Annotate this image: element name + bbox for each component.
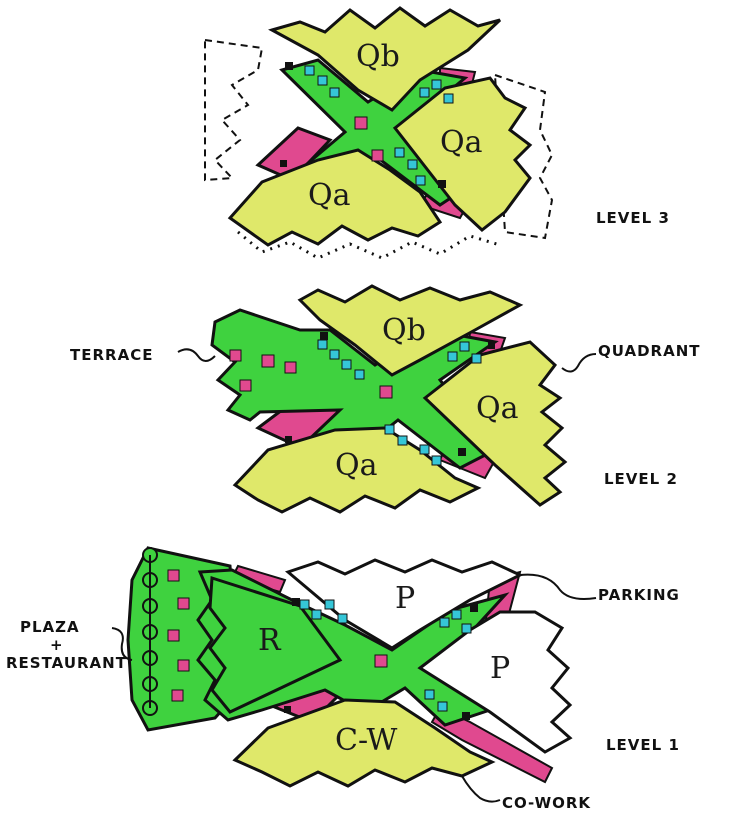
- level-2-pink-squares: [229, 349, 393, 399]
- level-3-dotted-outline-bottom: [237, 230, 501, 260]
- level-3-pink-squares: [354, 116, 384, 162]
- level-3-label: LEVEL 3: [596, 209, 670, 227]
- level-1-plaza-callout-line: [111, 627, 133, 661]
- level-1-plaza-label: PLAZA: [20, 618, 80, 636]
- level-2-group: Qb Qa Qa TERRACE QUADRANT LEVEL 2: [70, 284, 700, 514]
- level-1-zone-p-top-shape: [284, 558, 524, 650]
- level-2-cyan-squares: [317, 339, 482, 466]
- level-2-terrace-label: TERRACE: [70, 346, 153, 364]
- level-2-terrace-callout-line: [177, 348, 216, 362]
- level-1-zone-p-top: P: [395, 581, 415, 616]
- level-2-zone-qb: Qb: [382, 313, 426, 348]
- level-3-dashed-outline-left: [204, 38, 264, 182]
- level-1-cowork-label: CO-WORK: [502, 794, 591, 812]
- level-1-label: LEVEL 1: [606, 736, 680, 754]
- level-3-zone-qb-shape: [268, 6, 502, 112]
- level-1-zone-p-right: [417, 610, 573, 754]
- level-2-label: LEVEL 2: [604, 470, 678, 488]
- level-1-plaza-trees: [142, 547, 158, 716]
- level-3-group: Qb Qa Qa LEVEL 3: [204, 6, 670, 260]
- level-3-zone-qb: Qb: [356, 39, 400, 74]
- level-1-zone-r: R: [258, 623, 282, 658]
- level-2-zone-qa-right: Qa: [476, 391, 519, 426]
- level-2-zone-qa-right-shape: [422, 340, 568, 507]
- level-3-zone-qa-bottom-shape: [227, 148, 443, 247]
- level-2-quadrant-label: QUADRANT: [598, 342, 700, 360]
- level-1-black-dots: [284, 598, 478, 720]
- level-3-black-dots: [280, 62, 446, 188]
- level-3-cyan-squares: [304, 65, 454, 186]
- level-1-parking-callout-line: [519, 573, 597, 600]
- level-3-dashed-outline-right: [493, 73, 554, 240]
- level-1-zone-cw: C-W: [335, 723, 397, 758]
- level-1-parking-label: PARKING: [598, 586, 680, 604]
- level-3-zone-qa-bottom: Qa: [308, 178, 351, 213]
- level-1-zone-p-right-label: P: [490, 651, 510, 686]
- level-1-restaurant-label: RESTAURANT: [6, 654, 127, 672]
- level-1-zone-r-shape: [208, 575, 343, 714]
- level-2-quadrant-callout-line: [561, 353, 597, 373]
- level-1-pink-squares: [167, 569, 388, 702]
- level-3-zone-qa-right: Qa: [440, 125, 483, 160]
- level-2-zone-qb-shape: [297, 284, 524, 377]
- level-2-zone-qa-bottom: Qa: [335, 448, 378, 483]
- level-1-cyan-squares: [299, 599, 472, 712]
- level-1-group: P P R C-W PARKING PLAZA + RESTAURANT CO-…: [6, 546, 680, 812]
- level-1-plaza-plus: +: [50, 636, 64, 654]
- level-2-black-dots: [285, 332, 495, 456]
- level-1-zone-cw-shape: [232, 698, 496, 788]
- level-2-zone-qa-bottom-shape: [232, 426, 482, 514]
- level-1-pink-strip-bottom-right: [430, 706, 554, 784]
- level-3-zone-qa-right-shape: [392, 76, 533, 232]
- level-1-cowork-callout-line: [461, 775, 501, 803]
